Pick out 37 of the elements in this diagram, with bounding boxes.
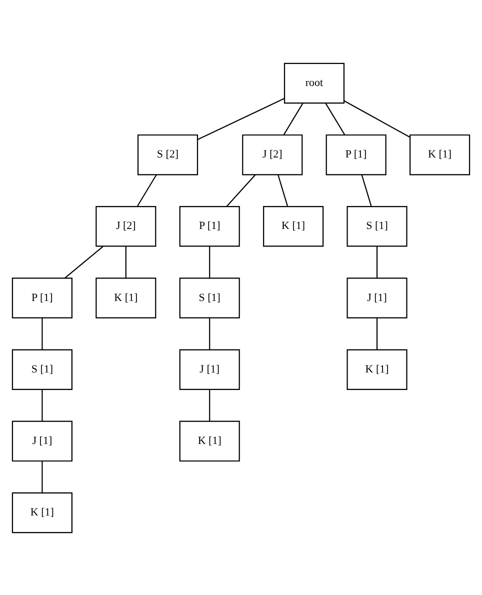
node-box: root: [284, 62, 345, 104]
connector: [125, 246, 126, 278]
node-box: K [1]: [346, 348, 408, 390]
connector: [226, 174, 256, 206]
node-box: J [1]: [12, 420, 72, 462]
node-box: S [2]: [137, 134, 198, 175]
connector: [197, 98, 284, 140]
connector: [283, 102, 304, 135]
connector: [376, 246, 378, 278]
node-box: J [2]: [96, 206, 156, 246]
connector: [209, 318, 210, 350]
connector: [344, 100, 410, 138]
connector: [64, 246, 104, 278]
node-box: K [1]: [96, 277, 156, 318]
connector: [361, 174, 372, 206]
node-box: K [1]: [410, 134, 470, 175]
node-box: P [1]: [326, 134, 386, 175]
connector: [325, 102, 346, 135]
connector: [42, 460, 43, 492]
node-box: S [1]: [12, 348, 72, 390]
node-box: P [1]: [12, 277, 72, 318]
node-box: P [1]: [179, 206, 240, 246]
node-box: S [1]: [179, 277, 240, 318]
node-box: J [2]: [242, 134, 303, 175]
connector: [209, 389, 210, 421]
node-box: K [1]: [179, 420, 240, 462]
node-box: K [1]: [263, 206, 324, 246]
connector: [278, 174, 288, 206]
connector: [376, 318, 378, 350]
node-box: K [1]: [12, 492, 72, 533]
connector: [42, 318, 43, 350]
node-box: S [1]: [346, 206, 408, 246]
node-box: J [1]: [346, 277, 408, 318]
node-box: J [1]: [179, 348, 240, 390]
connector: [42, 389, 43, 421]
connector: [136, 174, 157, 206]
connector: [209, 246, 210, 278]
